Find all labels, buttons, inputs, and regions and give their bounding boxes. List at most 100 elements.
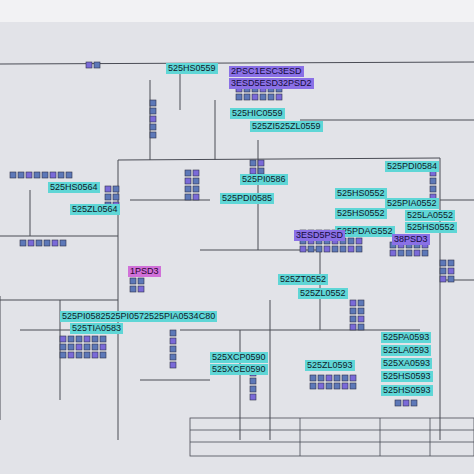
- instrument-glyph: [105, 194, 111, 200]
- instrument-tag: 525HS0552: [405, 222, 457, 233]
- instrument-tag: 525LA0593: [381, 345, 431, 356]
- instrument-glyph: [356, 238, 362, 244]
- instrument-glyph: [440, 260, 446, 266]
- instrument-glyph: [430, 186, 436, 192]
- instrument-glyph: [170, 338, 176, 344]
- instrument-glyph: [150, 100, 156, 106]
- instrument-glyph: [94, 62, 100, 68]
- instrument-glyph: [193, 194, 199, 200]
- instrument-glyph: [66, 172, 72, 178]
- instrument-glyph: [92, 336, 98, 342]
- instrument-tag: 525LA0552: [405, 210, 455, 221]
- instrument-glyph: [28, 240, 34, 246]
- instrument-glyph: [414, 250, 420, 256]
- instrument-tag: 525PIA0552: [385, 198, 439, 209]
- instrument-tag: 525HS0559: [166, 63, 218, 74]
- instrument-glyph: [300, 246, 306, 252]
- instrument-glyph: [310, 375, 316, 381]
- instrument-glyph: [430, 178, 436, 184]
- instrument-glyph: [86, 62, 92, 68]
- instrument-glyph: [252, 94, 258, 100]
- tag-text: 525PDAG552: [337, 226, 393, 237]
- instrument-tag: 525HS0552: [335, 208, 387, 219]
- tag-text: 525PIA0552: [387, 198, 437, 209]
- instrument-glyph: [326, 383, 332, 389]
- instrument-glyph: [358, 324, 364, 330]
- instrument-glyph: [34, 172, 40, 178]
- tag-text: 525HS0564: [50, 182, 98, 193]
- instrument-tag: 525HS0564: [48, 182, 100, 193]
- instrument-glyph: [348, 246, 354, 252]
- tag-text: 525TIA0583: [72, 323, 121, 334]
- instrument-glyph: [356, 246, 362, 252]
- instrument-glyph: [138, 286, 144, 292]
- title-block: [190, 418, 474, 456]
- instrument-glyph: [84, 344, 90, 350]
- instrument-glyph: [250, 378, 256, 384]
- tag-text: 525PI0586: [242, 174, 286, 185]
- instrument-glyph: [358, 316, 364, 322]
- instrument-tag: 525HIC0559: [230, 108, 285, 119]
- tag-text: 38PSD3: [394, 234, 428, 245]
- instrument-glyph: [440, 268, 446, 274]
- tag-text: 2PSC1ESC3ESD: [231, 66, 302, 77]
- tag-text: 525XCP0590: [212, 352, 266, 363]
- instrument-glyph: [342, 375, 348, 381]
- tag-text: 525ZL0593: [307, 360, 353, 371]
- tag-text: 525LA0552: [407, 210, 453, 221]
- instrument-glyph: [334, 383, 340, 389]
- instrument-glyph: [84, 352, 90, 358]
- instrument-glyph: [10, 172, 16, 178]
- instrument-glyph: [398, 250, 404, 256]
- tag-text: 3ESD5ESD32PSD2: [231, 78, 312, 89]
- tag-text: 525XA0593: [383, 358, 430, 369]
- instrument-glyph: [76, 352, 82, 358]
- process-lines: [0, 62, 474, 440]
- tag-text: 525PDI0584: [387, 161, 437, 172]
- instrument-glyph: [138, 278, 144, 284]
- instrument-glyph: [150, 116, 156, 122]
- instrument-glyph: [68, 352, 74, 358]
- instrument-glyph: [42, 172, 48, 178]
- instrument-glyph: [350, 300, 356, 306]
- tag-text: 3ESD5PSD: [296, 230, 343, 241]
- instrument-glyph: [44, 240, 50, 246]
- instrument-glyph: [350, 383, 356, 389]
- tag-text: 525ZL0552: [300, 288, 346, 299]
- instrument-glyph: [350, 308, 356, 314]
- instrument-glyph: [185, 186, 191, 192]
- instrument-glyph: [448, 260, 454, 266]
- instrument-glyph: [52, 240, 58, 246]
- instrument-tag: 525HS0593: [381, 385, 433, 396]
- instrument-glyph: [150, 108, 156, 114]
- tag-text: 525HIC0559: [232, 108, 283, 119]
- instrument-tag: 525PDI0585: [220, 193, 274, 204]
- instrument-tag: 1PSD3: [128, 266, 161, 277]
- instrument-glyph: [326, 375, 332, 381]
- instrument-glyph: [60, 240, 66, 246]
- instrument-glyph: [318, 375, 324, 381]
- tag-text: 525HS0552: [407, 222, 455, 233]
- tag-text: 525PA0593: [383, 332, 429, 343]
- instrument-glyph: [358, 300, 364, 306]
- instrument-tag: 525ZL0552: [298, 288, 348, 299]
- instrument-tag: 525PA0593: [381, 332, 431, 343]
- instrument-glyph: [60, 344, 66, 350]
- instrument-glyph: [260, 94, 266, 100]
- instrument-tag: 525XA0593: [381, 358, 432, 369]
- instrument-glyph: [193, 186, 199, 192]
- instrument-glyph: [92, 352, 98, 358]
- tag-text: 525ZI525ZL0559: [252, 121, 321, 132]
- instrument-glyph: [310, 383, 316, 389]
- instrument-glyph: [324, 246, 330, 252]
- instrument-glyph: [332, 246, 338, 252]
- instrument-tag: 525PI0586: [240, 174, 288, 185]
- instrument-glyph: [76, 344, 82, 350]
- instrument-glyph: [236, 94, 242, 100]
- tag-text: 525HS0559: [168, 63, 216, 74]
- instrument-glyph: [268, 94, 274, 100]
- tag-text: 525HS0552: [337, 188, 385, 199]
- instrument-glyph: [36, 240, 42, 246]
